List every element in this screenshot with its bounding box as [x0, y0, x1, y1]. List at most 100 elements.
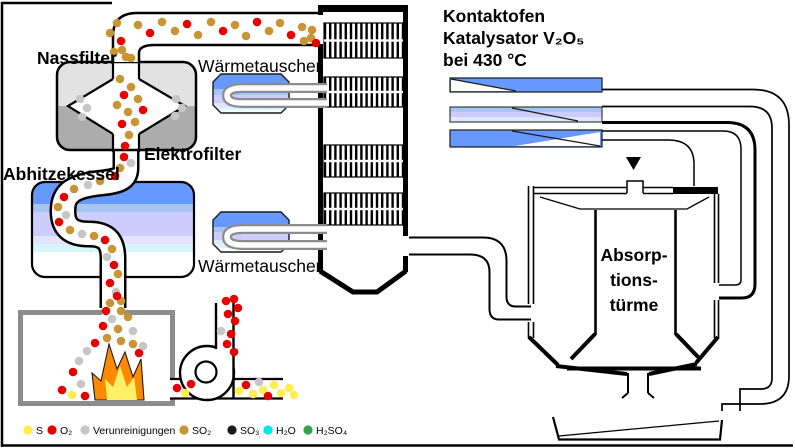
legend-dot-o2 — [47, 425, 57, 435]
legend-item-h2o: H₂O — [263, 425, 296, 437]
particle-so2 — [109, 47, 119, 57]
particle-so2 — [126, 82, 136, 92]
legend-label-o2: O₂ — [60, 425, 72, 437]
legend-label-so2: SO₂ — [192, 425, 211, 437]
particle-so2 — [53, 202, 63, 212]
heat-exchanger-bars — [449, 77, 603, 148]
particle-o — [68, 367, 78, 377]
particle-o — [105, 278, 115, 288]
legend-dot-so3 — [227, 425, 237, 435]
label-waermetauscher-top: Wärmetauscher — [198, 56, 322, 76]
label-kontaktofen-1: Kontaktofen — [443, 6, 545, 26]
particle-o — [109, 260, 119, 270]
particle-o — [172, 383, 182, 393]
particle-o — [145, 28, 155, 38]
particle-o — [241, 380, 251, 390]
particle-o — [138, 105, 148, 115]
particle-o — [230, 316, 240, 326]
particle-v — [254, 377, 264, 387]
particle-so2 — [116, 336, 126, 346]
flow-arrow-icon — [626, 157, 641, 170]
label-waermetauscher-bottom: Wärmetauscher — [198, 256, 322, 276]
particle-so2 — [102, 333, 112, 343]
particle-so2 — [264, 26, 274, 36]
particle-o — [80, 391, 90, 401]
particle-so2 — [113, 324, 123, 334]
particle-s — [67, 390, 77, 400]
particle-so2 — [170, 26, 180, 36]
label-absorption-2: tions- — [610, 270, 658, 290]
u-pipe-bottom — [221, 224, 327, 250]
label-absorption-3: türme — [610, 295, 659, 315]
particle-so2 — [65, 225, 75, 235]
label-elektrofilter: Elektrofilter — [144, 144, 241, 164]
particle-s — [269, 380, 279, 390]
particle-so2 — [69, 184, 79, 194]
particle-o — [311, 38, 321, 48]
particle-o — [226, 329, 236, 339]
particle-so2 — [105, 28, 115, 38]
legend-label-h2so4: H₂SO₄ — [316, 425, 347, 437]
particle-o — [119, 90, 129, 100]
particle-so2 — [89, 231, 99, 241]
particle-s — [180, 388, 190, 398]
label-nassfilter: Nassfilter — [37, 48, 117, 68]
particle-o — [186, 379, 196, 389]
particle-v — [171, 94, 181, 104]
particle-s — [276, 388, 286, 398]
particle-so2 — [112, 18, 122, 28]
legend-item-so3: SO₃ — [227, 425, 259, 437]
particle-so2 — [275, 18, 285, 28]
particle-so2 — [123, 107, 133, 117]
particle-so2 — [157, 17, 167, 27]
legend-item-h2so4: H₂SO₄ — [303, 425, 347, 437]
particle-so2 — [124, 130, 134, 140]
particle-so2 — [107, 244, 117, 254]
legend-dot-ver — [80, 425, 90, 435]
particle-v — [76, 379, 86, 389]
absorption-tower — [527, 180, 720, 399]
particle-so2 — [95, 176, 105, 186]
particle-v — [82, 103, 92, 113]
legend-dot-so2 — [179, 425, 189, 435]
particle-o — [57, 385, 67, 395]
legend-item-ver: Verunreinigungen — [80, 425, 175, 437]
particle-o — [134, 348, 144, 358]
particle-o — [229, 294, 239, 304]
legend-label-so3: SO₃ — [240, 425, 259, 437]
particle-o — [286, 30, 296, 40]
particles-layer — [53, 17, 321, 401]
particle-o — [101, 306, 111, 316]
legend-dot-h2so4 — [303, 425, 313, 435]
particle-s — [258, 385, 268, 395]
flame-icon — [91, 341, 145, 401]
particle-so2 — [133, 94, 143, 104]
particle-o — [218, 26, 228, 36]
particle-so2 — [126, 53, 136, 63]
particle-o — [263, 391, 273, 401]
particle-so2 — [297, 22, 307, 32]
particle-so2 — [115, 74, 125, 84]
legend-label-s: S — [36, 425, 43, 437]
nassfilter-box — [55, 60, 198, 152]
label-kontaktofen-3: bei 430 °C — [443, 50, 527, 70]
particle-v — [138, 341, 148, 351]
particle-o — [182, 19, 192, 29]
particle-o — [98, 321, 108, 331]
particle-o — [54, 217, 64, 227]
particle-so2 — [116, 306, 126, 316]
particle-so2 — [105, 298, 115, 308]
particle-v — [61, 210, 71, 220]
particle-v — [102, 252, 112, 262]
particle-o — [119, 152, 129, 162]
particle-v — [74, 356, 84, 366]
particle-o — [222, 339, 232, 349]
particle-so2 — [206, 17, 216, 27]
acid-tray — [551, 416, 724, 441]
particle-o — [221, 296, 231, 306]
particle-s — [284, 383, 294, 393]
particle-so2 — [112, 100, 122, 110]
legend-item-s: S — [23, 425, 43, 437]
particle-v — [77, 112, 87, 122]
